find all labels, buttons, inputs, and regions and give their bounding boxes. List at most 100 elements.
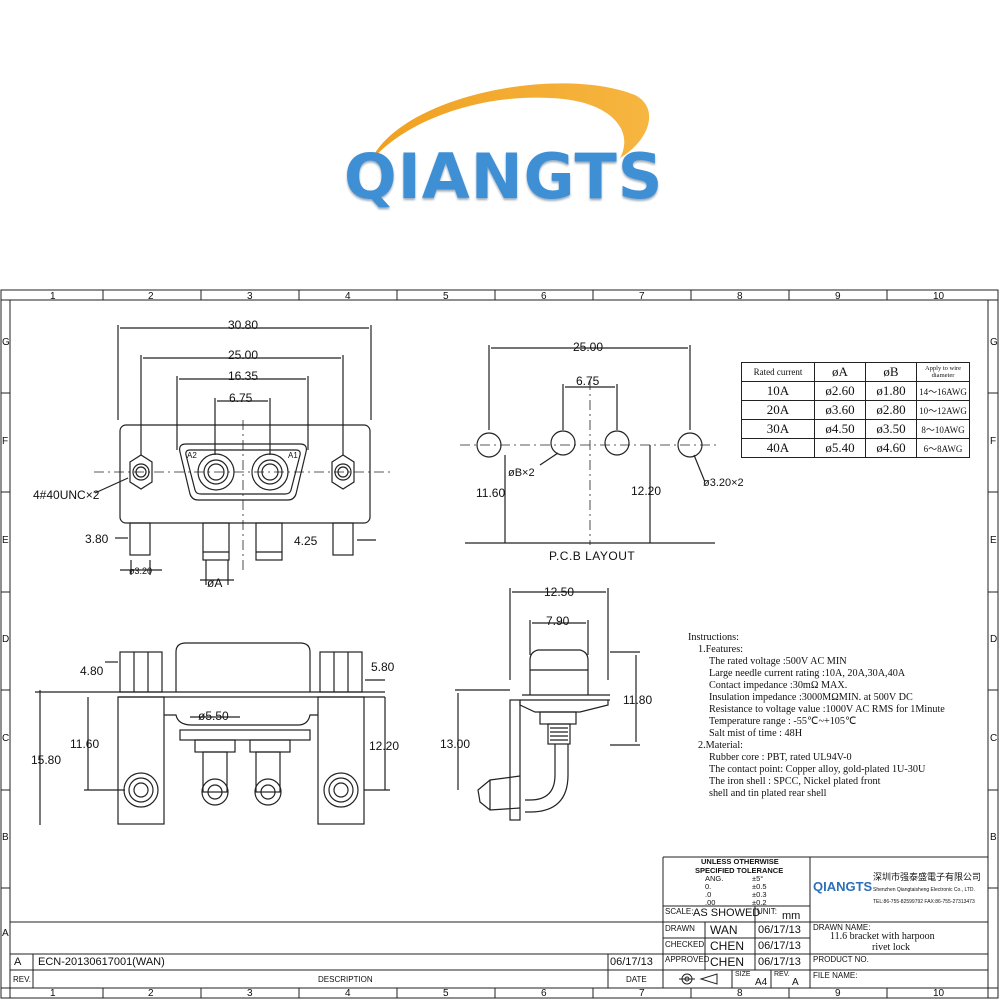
row-letter-e-right: E: [990, 535, 997, 546]
dim-contact-pitch: 6.75: [229, 391, 253, 405]
file-name-label: FILE NAME:: [813, 971, 858, 980]
logo-swoosh-icon: [370, 83, 650, 162]
feature-item: Temperature range : -55℃~+105℃: [709, 716, 857, 727]
approved-date: 06/17/13: [758, 956, 801, 968]
size-value: A4: [755, 977, 768, 988]
tolerance-title-1: UNLESS OTHERWISE: [701, 857, 779, 866]
rev-column-header: REV.: [13, 975, 31, 984]
row-letter-f-right: F: [990, 436, 997, 447]
drawn-name-line-1: 11.6 bracket with harpoon: [830, 931, 935, 942]
bottom-dim-left-top: 4.80: [80, 664, 104, 678]
column-number-4-bottom: 4: [345, 988, 351, 999]
projection-symbol-icon: [679, 973, 718, 985]
product-no-label: PRODUCT NO.: [813, 955, 869, 964]
checked-date: 06/17/13: [758, 940, 801, 952]
material-item: The contact point: Copper alloy, gold-pl…: [709, 764, 926, 775]
side-dim-width: 12.50: [544, 585, 575, 599]
cell-current: 40A: [741, 438, 815, 458]
row-letter-d: D: [2, 634, 10, 645]
revision-row-description: ECN-20130617001(WAN): [38, 956, 165, 968]
column-number-1-bottom: 1: [50, 988, 56, 999]
column-number-2-bottom: 2: [148, 988, 154, 999]
rev-label-small: REV.: [774, 971, 790, 978]
dim-phi-a: øA: [207, 576, 223, 590]
material-item: The iron shell : SPCC, Nickel plated fro…: [709, 776, 881, 787]
feature-item: Contact impedance :30mΩ MAX.: [709, 680, 848, 691]
side-dim-height: 11.80: [623, 693, 653, 707]
bottom-dim-right: 12.20: [369, 739, 400, 753]
description-column-header: DESCRIPTION: [318, 975, 373, 984]
feature-item: Salt mist of time : 48H: [709, 728, 803, 739]
column-number-5-bottom: 5: [443, 988, 449, 999]
tol-value-1: ±0.3: [752, 890, 767, 899]
material-item: Rubber core : PBT, rated UL94V-0: [709, 752, 852, 763]
pcb-dim-left: 11.60: [476, 486, 506, 500]
cell-current: 10A: [741, 381, 815, 401]
row-letter-a: A: [2, 928, 9, 939]
column-number-9-bottom: 9: [835, 988, 841, 999]
features-title: 1.Features:: [698, 644, 743, 655]
drawn-name-label: DRAWN NAME:: [813, 923, 871, 932]
pcb-dim-mount: 25.00: [573, 340, 604, 354]
contact-label-a1: A1: [288, 451, 298, 460]
row-letter-e: E: [2, 535, 9, 546]
tol-label-1: .0: [705, 890, 712, 899]
approved-by: CHEN: [710, 955, 745, 969]
cell-awg: 6～8AWG: [916, 438, 970, 458]
side-dim-inner: 7.90: [546, 614, 570, 628]
row-letter-c: C: [2, 733, 10, 744]
rating-table: Rated current øA øB Apply to wire diamet…: [741, 362, 970, 458]
column-number-6: 6: [541, 291, 547, 302]
scale-label: SCALE:: [665, 907, 694, 916]
revision-row-date: 06/17/13: [610, 956, 653, 968]
approved-label: APPROVED: [665, 955, 710, 964]
checked-label: CHECKED: [665, 940, 705, 949]
logo-text: QIANGTS: [344, 140, 664, 213]
unit-label: UNIT:: [757, 907, 777, 916]
row-letter-c-right: C: [990, 733, 998, 744]
column-number-7: 7: [639, 291, 645, 302]
column-number-3: 3: [247, 291, 253, 302]
company-name-en: Shenzhen Qiangtaisheng Electronic Co., L…: [873, 887, 975, 893]
column-number-6-bottom: 6: [541, 988, 547, 999]
pcb-layout-title: P.C.B LAYOUT: [549, 549, 636, 563]
bottom-dim-pin: ø5.50: [198, 709, 229, 723]
table-row: 10A ø2.60 ø1.80 14～16AWG: [741, 381, 970, 401]
size-label: SIZE: [735, 971, 751, 978]
column-number-8-bottom: 8: [737, 988, 743, 999]
column-number-2: 2: [148, 291, 154, 302]
column-number-10: 10: [933, 291, 945, 302]
pcb-layout-view: [460, 345, 720, 545]
material-title: 2.Material:: [698, 740, 743, 751]
row-letter-g-right: G: [990, 337, 998, 348]
cell-phi-a: ø5.40: [814, 438, 866, 458]
dim-right-height: 4.25: [294, 534, 318, 548]
drawn-name-line-2: rivet lock: [872, 942, 911, 953]
column-number-7-bottom: 7: [639, 988, 645, 999]
pcb-hole-b: øB×2: [508, 467, 535, 479]
table-row: 20A ø3.60 ø2.80 10～12AWG: [741, 400, 970, 420]
thread-label: 4#40UNC×2: [33, 488, 100, 502]
table-row: 30A ø4.50 ø3.50 8～10AWG: [741, 419, 970, 439]
company-logo: QIANGTS: [330, 70, 670, 240]
dim-left-height: 3.80: [85, 532, 109, 546]
pcb-hole-mount: ø3.20×2: [703, 477, 744, 489]
column-number-8: 8: [737, 291, 743, 302]
column-number-5: 5: [443, 291, 449, 302]
row-letter-b-right: B: [990, 832, 997, 843]
tol-value-ang: ±5°: [752, 874, 764, 883]
column-number-1: 1: [50, 291, 56, 302]
pcb-dim-right: 12.20: [631, 484, 662, 498]
dim-shell-width: 16.35: [228, 369, 259, 383]
drawing-border: [0, 289, 999, 999]
instructions-title: Instructions:: [688, 632, 739, 643]
bottom-dim-right-top: 5.80: [371, 660, 395, 674]
checked-by: CHEN: [710, 939, 745, 953]
revision-row-rev: A: [14, 956, 22, 968]
column-number-10-bottom: 10: [933, 988, 945, 999]
bottom-dim-left: 11.60: [70, 737, 100, 751]
cell-phi-a: ø3.60: [814, 400, 866, 420]
tol-value-0: ±0.5: [752, 882, 767, 891]
row-letter-g: G: [2, 337, 10, 348]
